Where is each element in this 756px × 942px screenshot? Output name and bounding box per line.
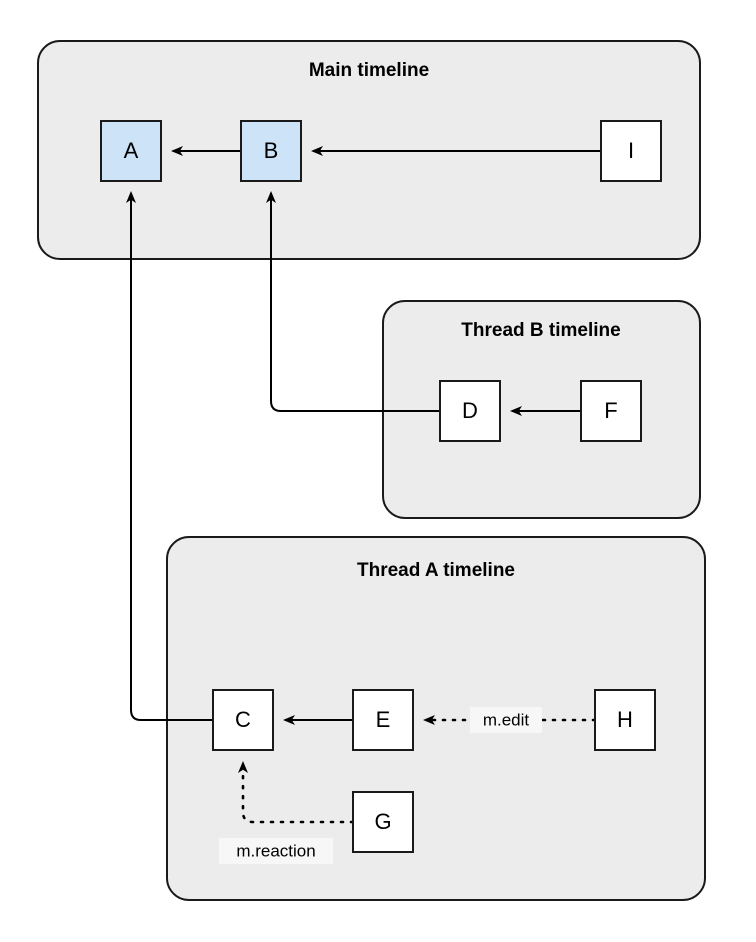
edge-label-m-edit-bg <box>470 707 542 733</box>
node-g-box[interactable] <box>352 791 414 853</box>
group-thread-b-timeline-box[interactable] <box>382 300 701 519</box>
node-i[interactable]: I <box>600 120 662 182</box>
node-h-box[interactable] <box>594 689 656 751</box>
node-b[interactable]: B <box>240 120 302 182</box>
node-g-label: G <box>374 809 391 834</box>
group-main-timeline-title: Main timeline <box>309 60 429 81</box>
node-e[interactable]: E <box>352 689 414 751</box>
node-c-box[interactable] <box>212 689 274 751</box>
node-e-box[interactable] <box>352 689 414 751</box>
group-thread-a-timeline-box[interactable] <box>166 536 706 901</box>
group-thread-b-timeline[interactable]: Thread B timeline <box>382 300 701 519</box>
node-f-box[interactable] <box>580 380 642 442</box>
group-thread-a-timeline-title: Thread A timeline <box>357 560 515 581</box>
node-a-label: A <box>124 138 139 163</box>
node-d[interactable]: D <box>439 380 501 442</box>
edge-d-to-b[interactable] <box>266 191 440 412</box>
edge-g-to-c[interactable] <box>238 761 355 824</box>
node-d-box[interactable] <box>439 380 501 442</box>
node-h[interactable]: H <box>594 689 656 751</box>
node-i-label: I <box>628 138 634 163</box>
node-c[interactable]: C <box>212 689 274 751</box>
group-thread-a-timeline[interactable]: Thread A timeline <box>166 536 706 901</box>
edge-label-m-edit: m.edit <box>483 710 530 729</box>
edge-label-m-reaction: m.reaction <box>236 841 315 860</box>
node-g[interactable]: G <box>352 791 414 853</box>
node-a-box[interactable] <box>100 120 162 182</box>
group-thread-b-timeline-title: Thread B timeline <box>461 320 620 341</box>
node-d-label: D <box>462 398 478 423</box>
node-b-label: B <box>264 138 279 163</box>
node-a[interactable]: A <box>100 120 162 182</box>
node-e-label: E <box>376 707 391 732</box>
node-f-label: F <box>604 398 617 423</box>
edge-c-to-a[interactable] <box>126 191 213 721</box>
node-f[interactable]: F <box>580 380 642 442</box>
node-b-box[interactable] <box>240 120 302 182</box>
edge-label-m-reaction-bg <box>219 838 333 864</box>
node-c-label: C <box>235 707 251 732</box>
node-i-box[interactable] <box>600 120 662 182</box>
node-h-label: H <box>617 707 633 732</box>
